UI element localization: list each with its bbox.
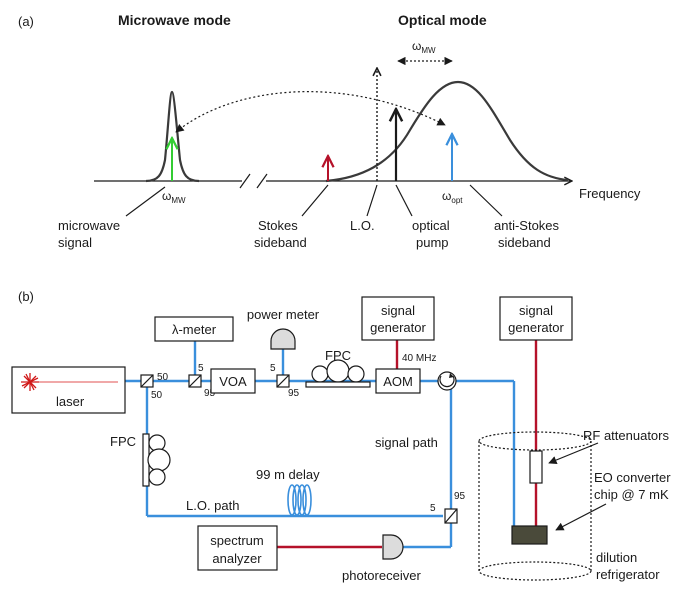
rf-attenuator-box	[529, 450, 543, 484]
pump-label-2: pump	[416, 235, 449, 250]
lo-label: L.O.	[350, 218, 375, 233]
conversion-arc	[175, 91, 446, 133]
fpc-top-label: FPC	[325, 348, 351, 363]
laser: laser	[11, 366, 126, 414]
pump-label-1: optical	[412, 218, 450, 233]
voa-label: VOA	[219, 374, 247, 389]
signal-path-label: signal path	[375, 435, 438, 450]
photoreceiver-label: photoreceiver	[342, 568, 421, 583]
optical-mode-curve	[325, 80, 569, 183]
power-meter-label: power meter	[247, 307, 320, 322]
microwave-signal-leader	[125, 186, 166, 217]
laser-label: laser	[56, 394, 85, 409]
power-meter-detector-icon	[270, 328, 296, 350]
fiber-delay-coil-icon	[287, 484, 312, 516]
rf-attenuators-pointer	[548, 442, 599, 465]
lo-path-label: L.O. path	[186, 498, 239, 513]
eo-chip-label-1: EO converter	[594, 470, 671, 485]
stokes-label-1: Stokes	[258, 218, 298, 233]
aom-box	[375, 368, 421, 394]
rf-frequency-label: 40 MHz	[402, 353, 436, 364]
rf-attenuators-label: RF attenuators	[583, 428, 669, 443]
pump-leader	[395, 184, 413, 217]
split-s1-bottom: 50	[151, 390, 163, 401]
microwave-signal-label-1: microwave	[58, 218, 120, 233]
circulator-icon	[437, 371, 457, 391]
anti-stokes-leader	[469, 184, 503, 217]
spectrum-analyzer-label-1: spectrum	[210, 533, 263, 548]
lo-leader	[366, 184, 378, 217]
split-s4-left: 5	[430, 503, 436, 514]
omega-mw-label: ωMW	[162, 189, 186, 205]
split-s2-right: 95	[204, 388, 216, 399]
fpc-left-label: FPC	[110, 434, 136, 449]
signal-generator-2-label-1: signal	[519, 303, 553, 318]
split-s4-top: 95	[454, 491, 466, 502]
eo-chip-pointer	[555, 503, 607, 531]
microwave-signal-label-2: signal	[58, 235, 92, 250]
lambda-meter-label: λ-meter	[172, 322, 217, 337]
aom-label: AOM	[383, 374, 413, 389]
splitter-2	[188, 374, 202, 388]
frequency-axis-label: Frequency	[579, 186, 641, 201]
anti-stokes-label-1: anti-Stokes	[494, 218, 560, 233]
signal-generator-2-box	[499, 296, 573, 341]
rf-cables	[277, 340, 538, 549]
omega-opt-label: ωopt	[442, 189, 463, 205]
microwave-mode-title: Microwave mode	[118, 12, 231, 28]
signal-generator-2-label-2: generator	[508, 320, 564, 335]
splitter-1	[140, 374, 154, 388]
signal-generator-1-box	[361, 296, 435, 341]
anti-stokes-label-2: sideband	[498, 235, 551, 250]
fpc-top-paddles-icon	[305, 359, 371, 388]
dilution-refrigerator-icon	[478, 431, 592, 581]
split-s1-top: 50	[157, 372, 169, 383]
split-s2-top: 5	[198, 363, 204, 374]
lambda-meter-box	[154, 316, 234, 342]
panel-a-label: (a)	[18, 14, 34, 29]
split-s3-top: 5	[270, 363, 276, 374]
fpc-left-paddles-icon	[142, 433, 171, 487]
stokes-label-2: sideband	[254, 235, 307, 250]
splitter-3	[276, 374, 290, 388]
signal-generator-1-label-2: generator	[370, 320, 426, 335]
dilution-label-1: dilution	[596, 550, 637, 565]
splitter-4	[444, 508, 458, 524]
voa-box	[210, 368, 256, 394]
delay-label: 99 m delay	[256, 467, 320, 482]
signal-generator-1-label-1: signal	[381, 303, 415, 318]
axis-break-mark-2	[256, 173, 268, 189]
spectrum-analyzer-box	[197, 525, 278, 571]
microwave-mode-curve	[145, 90, 200, 183]
spectrum-analyzer-label-2: analyzer	[212, 551, 262, 566]
stokes-leader	[301, 184, 329, 217]
panel-b-label: (b)	[18, 289, 34, 304]
eo-chip-box	[511, 525, 548, 545]
laser-burst-icon	[21, 373, 39, 391]
axis-break-mark-1	[239, 173, 251, 189]
omega-mw-spacing-symbol: ωMW	[412, 39, 436, 55]
photoreceiver-icon	[382, 534, 404, 560]
eo-chip-label-2: chip @ 7 mK	[594, 487, 669, 502]
optical-mode-title: Optical mode	[398, 12, 487, 28]
dilution-label-2: refrigerator	[596, 567, 660, 582]
split-s3-right: 95	[288, 388, 300, 399]
